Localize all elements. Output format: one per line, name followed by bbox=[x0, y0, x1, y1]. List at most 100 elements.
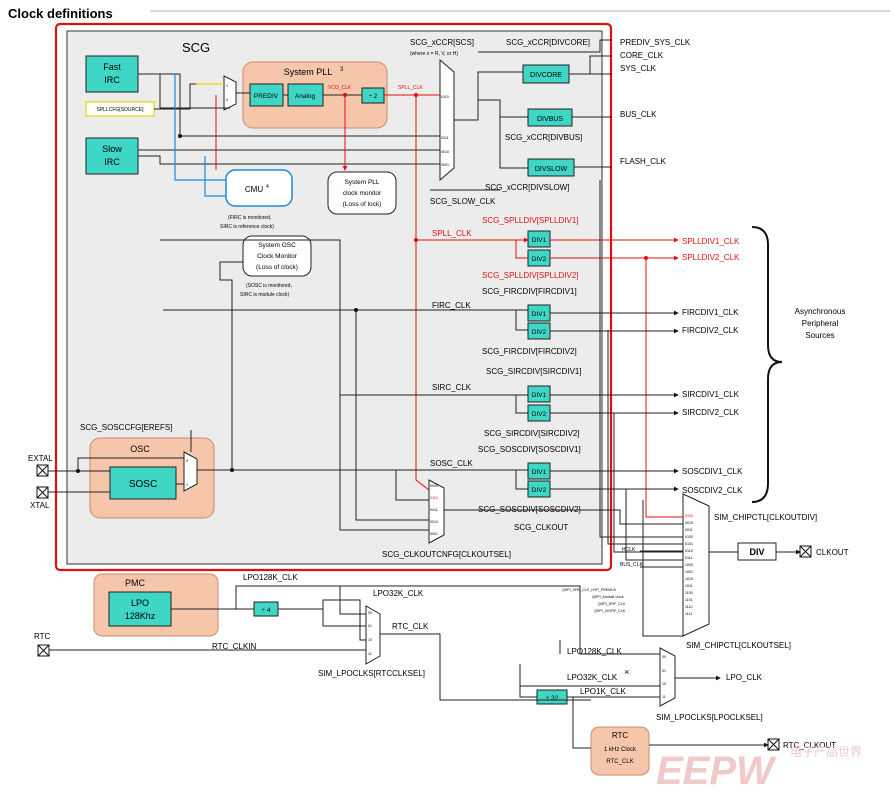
out-soscdiv2: SOSCDIV2_CLK bbox=[682, 486, 743, 495]
lpo1k-label: LPO1K_CLK bbox=[580, 687, 626, 696]
osc-monitor-note-1: (SOSC is monitored, bbox=[246, 283, 292, 289]
lpo-label-2: 128Khz bbox=[125, 611, 156, 621]
sirc-div2-box: DIV2 bbox=[532, 411, 547, 418]
rtc-mux-in-0: 00 bbox=[368, 611, 372, 615]
cmu-note-2: SIRC is reference clock) bbox=[220, 224, 274, 230]
xccr-scs-label: SCG_xCCR[SCS] bbox=[410, 38, 474, 47]
erefs-label: SCG_SOSCCFG[EREFS] bbox=[80, 423, 172, 432]
sirc-clk-label: SIRC_CLK bbox=[432, 383, 472, 392]
firc-dividers: DIV1 DIV2 bbox=[527, 304, 551, 340]
sosc-div2-box: DIV2 bbox=[532, 487, 547, 494]
divslow-label: DIVSLOW bbox=[535, 166, 568, 173]
fast-irc-label-1: Fast bbox=[103, 62, 121, 72]
chip-mux-in-10: 1011 bbox=[685, 584, 693, 588]
chip-mux-in-1: 0010 bbox=[685, 521, 693, 525]
out-splldiv2: SPLLDIV2_CLK bbox=[682, 253, 740, 262]
osc-label: OSC bbox=[130, 444, 150, 454]
div4-label: ÷ 4 bbox=[262, 607, 271, 614]
analog-label: Analog bbox=[295, 93, 316, 100]
chip-mux-in-8: 1001 bbox=[685, 570, 693, 574]
chip-mux-in-4: 0101 bbox=[685, 542, 693, 546]
chip-mux-in-7: 1000 bbox=[685, 563, 693, 567]
lpo-mux-in-1: 01 bbox=[662, 669, 666, 673]
clkout-mux-in-0: 0000 bbox=[430, 484, 438, 488]
sirc-dividers: DIV1 DIV2 bbox=[527, 385, 551, 422]
slow-irc-label-1: Slow bbox=[102, 144, 122, 154]
osc-monitor-1: System OSC bbox=[258, 242, 296, 249]
clkout-div-label: DIV bbox=[749, 547, 764, 557]
sosc-div1-label: SCG_SOSCDIV[SOSCDIV1] bbox=[478, 445, 581, 454]
wires bbox=[48, 39, 801, 749]
out-sys-clk: SYS_CLK bbox=[620, 64, 657, 73]
sosc-label: SOSC bbox=[129, 479, 157, 490]
xtal-pin bbox=[36, 486, 49, 499]
out-splldiv1: SPLLDIV1_CLK bbox=[682, 237, 740, 246]
rtc-block-clk1: 1 kHz Clock bbox=[604, 747, 637, 753]
clkout-pin bbox=[799, 545, 812, 558]
firc-clk-label: FIRC_CLK bbox=[432, 301, 471, 310]
chip-mux-in-0: 0000 bbox=[685, 514, 693, 518]
async-label-3: Sources bbox=[805, 331, 834, 340]
osc-mux-1: 1 bbox=[186, 483, 188, 487]
cmu-note-1: (FIRC is monitored, bbox=[228, 215, 271, 221]
rtc-clkout-label: RTC_CLKOUT bbox=[783, 741, 836, 750]
sirc-div1-label: SCG_SIRCDIV[SIRCDIV1] bbox=[486, 367, 582, 376]
extal-pin bbox=[36, 464, 49, 477]
pll-div2-label: ÷ 2 bbox=[369, 94, 378, 100]
rtc-block-clk2: RTC_CLK bbox=[606, 759, 633, 765]
chip-mux-in-13: 1110 bbox=[685, 605, 692, 609]
spll-div2-label: SCG_SPLLDIV[SPLLDIV2] bbox=[482, 271, 579, 280]
lpo-label-1: LPO bbox=[131, 598, 149, 608]
xccr-divcore-label: SCG_xCCR[DIVCORE] bbox=[506, 38, 590, 47]
rtc-pin-label: RTC bbox=[34, 632, 51, 641]
chip-mux-in-11: 1100 bbox=[685, 591, 693, 595]
rtc-pin bbox=[37, 644, 50, 657]
firc-div1-box: DIV1 bbox=[532, 311, 547, 318]
watermark: EEPW bbox=[656, 749, 777, 790]
spllcfg-label: SPLLCFG[SOURCE] bbox=[97, 107, 145, 113]
pll-monitor-block bbox=[327, 171, 397, 215]
spll-div1-box: DIV1 bbox=[532, 237, 547, 244]
async-brace bbox=[751, 226, 783, 503]
chipctl-sel-label: SIM_CHIPCTL[CLKOUTSEL] bbox=[686, 641, 791, 650]
out-fircdiv2: FIRCDIV2_CLK bbox=[682, 326, 739, 335]
chip-mux-in-6: 0111 bbox=[685, 556, 692, 560]
rtc-block bbox=[590, 726, 650, 776]
pmc-label: PMC bbox=[125, 578, 146, 588]
qspi-in-3: QSPI_2xSFIF_CLK bbox=[594, 609, 626, 613]
system-pll-sup: 3 bbox=[340, 67, 344, 73]
cmu-sup: 4 bbox=[266, 184, 269, 190]
fast-irc-label-2: IRC bbox=[104, 75, 120, 85]
lpo-mux-x-mark: × bbox=[624, 667, 629, 677]
sosc-div1-box: DIV1 bbox=[532, 469, 547, 476]
spll-dividers: DIV1 DIV2 bbox=[527, 230, 551, 267]
osc-mux-0: 0 bbox=[186, 459, 188, 463]
cmu-label: CMU bbox=[245, 185, 263, 194]
async-label-2: Peripheral bbox=[802, 319, 839, 328]
div32-label: ÷ 32 bbox=[546, 695, 559, 702]
chip-mux-in-9: 1010 bbox=[685, 577, 693, 581]
scs-mux bbox=[439, 58, 455, 182]
sirc-div2-label: SCG_SIRCDIV[SIRCDIV2] bbox=[484, 429, 580, 438]
xccr-scs-note: (where x = R, V, or H) bbox=[410, 51, 458, 57]
chipctl-div-label: SIM_CHIPCTL[CLKOUTDIV] bbox=[714, 513, 817, 522]
rtc-mux-in-3: 11 bbox=[368, 652, 372, 656]
rtc-clkin-label: RTC_CLKIN bbox=[212, 642, 257, 651]
hclk-label: HCLK bbox=[622, 547, 636, 553]
rtc-mux-in-2: 10 bbox=[368, 638, 372, 642]
watermark-sub: 电子产品世界 bbox=[790, 745, 862, 759]
chip-mux-in-14: 1111 bbox=[685, 612, 692, 616]
rtcclksel-label: SIM_LPOCLKS[RTCCLKSEL] bbox=[318, 669, 425, 678]
rtc-clk-mid-label: RTC_CLK bbox=[392, 622, 429, 631]
osc-monitor-3: (Loss of clock) bbox=[256, 264, 298, 271]
osc-monitor-block bbox=[242, 235, 312, 277]
divcore-label: DIVCORE bbox=[530, 72, 562, 79]
rtc-block-label: RTC bbox=[612, 731, 629, 740]
lpo-mux-in-2: 10 bbox=[662, 682, 666, 686]
out-soscdiv1: SOSCDIV1_CLK bbox=[682, 467, 743, 476]
out-bus-clk: BUS_CLK bbox=[620, 110, 657, 119]
page-title: Clock definitions bbox=[8, 6, 113, 21]
sim-chip-mux bbox=[682, 493, 710, 637]
scg-label: SCG bbox=[182, 40, 210, 55]
